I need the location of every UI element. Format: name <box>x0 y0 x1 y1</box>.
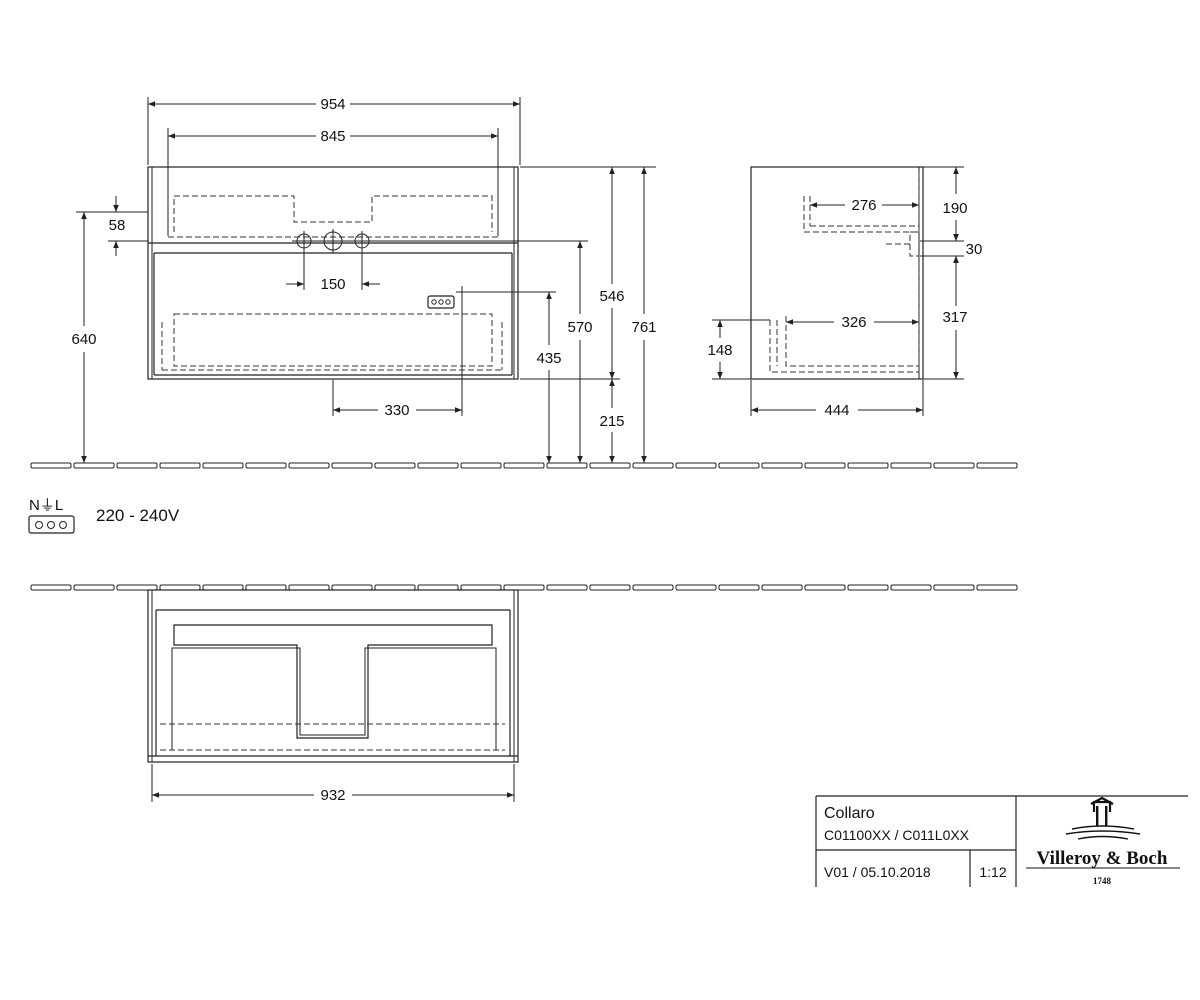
line-segment <box>202 462 244 469</box>
dim-190: 190 <box>942 200 967 217</box>
line-segment <box>546 462 588 469</box>
dim-215: 215 <box>599 413 624 430</box>
dim-546: 546 <box>599 288 624 305</box>
dim-761: 761 <box>631 319 656 336</box>
line-segment <box>589 584 631 591</box>
side-view: 276 190 30 317 326 148 444 <box>707 166 983 419</box>
line-segment <box>116 584 158 591</box>
line-segment <box>417 584 459 591</box>
dim-435: 435 <box>536 350 561 367</box>
line-segment <box>761 462 803 469</box>
dim-330: 330 <box>384 402 409 419</box>
line-segment <box>589 462 631 469</box>
dim-148: 148 <box>707 342 732 359</box>
plan-view: 932 <box>147 589 519 804</box>
line-segment <box>245 584 287 591</box>
line-segment <box>116 462 158 469</box>
wall-line <box>30 584 1018 591</box>
line-segment <box>804 462 846 469</box>
line-segment <box>675 462 717 469</box>
line-segment <box>675 584 717 591</box>
line-segment <box>503 584 545 591</box>
line-segment <box>546 584 588 591</box>
dim-845: 845 <box>320 128 345 145</box>
product-codes: C01100XX / C011L0XX <box>824 827 970 843</box>
line-segment <box>804 584 846 591</box>
line-segment <box>718 584 760 591</box>
electrical-symbol: N⏚L 220 - 240V <box>28 497 180 534</box>
line-segment <box>73 462 115 469</box>
line-segment <box>933 584 975 591</box>
line-segment <box>503 462 545 469</box>
dim-954: 954 <box>320 96 345 113</box>
line-segment <box>890 584 932 591</box>
line-segment <box>460 462 502 469</box>
electrical-phase-label: N⏚L <box>29 497 63 514</box>
line-segment <box>847 462 889 469</box>
line-segment <box>331 462 373 469</box>
line-segment <box>718 462 760 469</box>
dim-570: 570 <box>567 319 592 336</box>
dim-444: 444 <box>824 402 849 419</box>
brand-name: Villeroy & Boch <box>1037 848 1168 869</box>
line-segment <box>30 584 72 591</box>
dim-326: 326 <box>841 314 866 331</box>
dim-932: 932 <box>320 787 345 804</box>
line-segment <box>761 584 803 591</box>
line-segment <box>374 584 416 591</box>
dim-276: 276 <box>851 197 876 214</box>
line-segment <box>374 462 416 469</box>
front-view: 954 845 58 640 150 330 435 <box>71 96 657 463</box>
voltage-label: 220 - 240V <box>96 506 180 525</box>
dim-640: 640 <box>71 331 96 348</box>
line-segment <box>159 462 201 469</box>
title-block: Collaro C01100XX / C011L0XX V01 / 05.10.… <box>815 795 1188 887</box>
drawing-scale: 1:12 <box>979 864 1006 880</box>
line-segment <box>159 584 201 591</box>
line-segment <box>632 462 674 469</box>
line-segment <box>933 462 975 469</box>
villeroy-boch-logo-icon: Villeroy & Boch 1748 <box>1026 796 1180 886</box>
product-name: Collaro <box>824 805 875 822</box>
line-segment <box>632 584 674 591</box>
line-segment <box>331 584 373 591</box>
line-segment <box>202 584 244 591</box>
brand-year: 1748 <box>1093 876 1112 886</box>
line-segment <box>890 462 932 469</box>
line-segment <box>288 462 330 469</box>
floor-line <box>30 462 1018 469</box>
line-segment <box>73 584 115 591</box>
line-segment <box>460 584 502 591</box>
line-segment <box>976 584 1018 591</box>
line-segment <box>245 462 287 469</box>
dim-58: 58 <box>109 217 126 234</box>
dim-150: 150 <box>320 276 345 293</box>
dim-317: 317 <box>942 309 967 326</box>
version-date: V01 / 05.10.2018 <box>824 864 931 880</box>
line-segment <box>288 584 330 591</box>
dim-30: 30 <box>966 241 983 258</box>
line-segment <box>30 462 72 469</box>
line-segment <box>417 462 459 469</box>
socket-icon <box>427 286 468 309</box>
line-segment <box>976 462 1018 469</box>
line-segment <box>847 584 889 591</box>
water-connection-icon <box>292 229 372 253</box>
